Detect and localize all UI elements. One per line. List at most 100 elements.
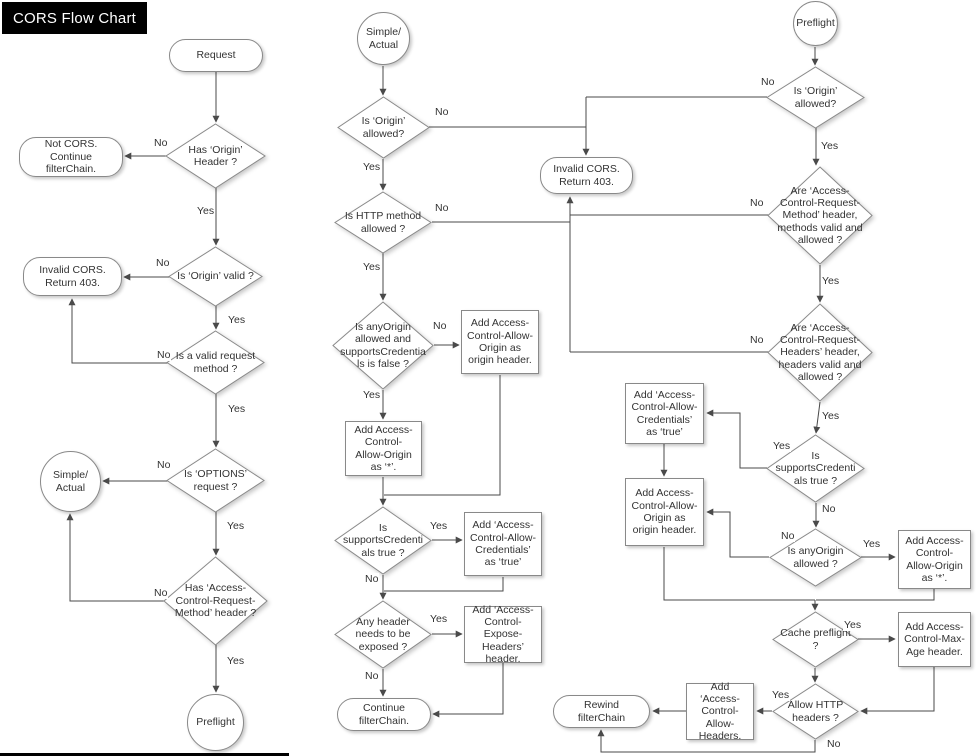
window-edge: [0, 753, 289, 756]
decision-origin-allowed-middle: Is ‘Origin’ allowed?: [338, 97, 429, 158]
diamond-shape: [767, 435, 864, 502]
diamond-shape: [167, 331, 264, 394]
decision-label: Are ‘Access-Control-Request-Method’ head…: [777, 184, 863, 247]
edge-label-yes: Yes: [771, 689, 791, 701]
edge-label-no: No: [434, 106, 450, 118]
edge-label-yes: Yes: [843, 619, 863, 631]
decision-label: Is ‘Origin’ allowed?: [361, 115, 406, 140]
edge-label-yes: Yes: [362, 161, 382, 173]
decision-anyorigin-supportscredentials: Is anyOrigin allowed and supportsCredent…: [333, 302, 433, 389]
decision-label: Is ‘OPTIONS’ request ?: [183, 468, 247, 493]
edge-label-yes: Yes: [362, 389, 382, 401]
edge-label-yes: Yes: [821, 275, 841, 287]
terminator-invalid-cors-left: Invalid CORS. Return 403.: [23, 257, 122, 296]
diamond-shape: [767, 67, 864, 128]
diamond-shape: [338, 97, 429, 158]
diamond-shape: [773, 684, 858, 739]
edge-label-no: No: [156, 349, 172, 361]
decision-valid-request-method: Is a valid request method ?: [167, 331, 264, 394]
decision-label: Any header needs to be exposed ?: [355, 615, 411, 653]
process-add-acao-star-right: Add Access-Control-Allow-Origin as ‘*’.: [898, 530, 971, 589]
edge-label-yes: Yes: [429, 520, 449, 532]
edge-label-no: No: [749, 334, 765, 346]
edge-label-yes: Yes: [226, 655, 246, 667]
edge-label-no: No: [153, 587, 169, 599]
edge-label-yes: Yes: [226, 520, 246, 532]
edge-label-no: No: [153, 137, 169, 149]
process-add-acac-right: Add ‘Access-Control-Allow-Credentials’ a…: [625, 383, 704, 444]
diamond-shape: [770, 529, 861, 586]
decision-has-acrm-header: Has ‘Access-Control-Request-Method’ head…: [164, 557, 267, 645]
decision-label: Is anyOrigin allowed ?: [787, 545, 844, 570]
process-add-expose-headers: Add ‘Access-Control-Expose-Headers’ head…: [464, 604, 542, 665]
edge-label-yes: Yes: [862, 538, 882, 550]
decision-supportscredentials-right: Is supportsCredentials true ?: [767, 435, 864, 502]
process-add-acao-origin-right: Add Access-Control-Allow-Origin as origi…: [625, 478, 704, 546]
decision-label: Is supportsCredentials true ?: [775, 449, 856, 487]
page-title: CORS Flow Chart: [2, 2, 148, 34]
edge-label-no: No: [826, 738, 842, 750]
process-add-max-age: Add Access-Control-Max-Age header.: [898, 612, 971, 667]
diamond-shape: [768, 304, 872, 401]
diamond-shape: [167, 449, 264, 512]
decision-origin-valid: Is ‘Origin’ valid ?: [169, 247, 262, 306]
edge-label-no: No: [749, 197, 765, 209]
circle-preflight-left: Preflight: [187, 694, 244, 751]
edge-label-no: No: [364, 573, 380, 585]
edge-label-no: No: [155, 257, 171, 269]
process-add-allow-headers: Add ‘Access-Control-Allow-Headers.: [686, 681, 754, 742]
edge-label-no: No: [780, 530, 796, 542]
terminator-invalid-cors-mid: Invalid CORS. Return 403.: [540, 157, 633, 194]
decision-label: Is supportsCredentials true ?: [343, 521, 423, 559]
circle-preflight-top: Preflight: [793, 1, 838, 46]
terminator-request: Request: [169, 39, 263, 72]
edge-label-no: No: [156, 459, 172, 471]
decision-options-request: Is ‘OPTIONS’ request ?: [167, 449, 264, 512]
edge-label-yes: Yes: [429, 613, 449, 625]
edge-label-no: No: [821, 503, 837, 515]
process-add-acac-middle: Add ‘Access-Control-Allow-Credentials’ a…: [464, 512, 542, 576]
decision-label: Is a valid request method ?: [175, 350, 256, 375]
decision-http-method-allowed: Is HTTP method allowed ?: [335, 192, 431, 253]
terminator-rewind-filterchain: Rewind filterChain: [553, 695, 650, 728]
decision-acrh-valid: Are ‘Access-Control-Request-Headers’ hea…: [768, 304, 872, 401]
decision-label: Is HTTP method allowed ?: [344, 210, 422, 235]
terminator-not-cors: Not CORS. Continue filterChain.: [19, 137, 123, 177]
decision-allow-http-headers: Allow HTTP headers ?: [773, 684, 858, 739]
decision-label: Are ‘Access-Control-Request-Headers’ hea…: [778, 321, 862, 384]
edge-label-yes: Yes: [821, 410, 841, 422]
edge-label-no: No: [760, 76, 776, 88]
circle-simple-actual-left: Simple/ Actual: [40, 451, 101, 512]
diamond-shape: [335, 192, 431, 253]
decision-label: Is ‘Origin’ valid ?: [177, 270, 254, 283]
decision-label: Has ‘Origin’ Header ?: [188, 143, 243, 168]
decision-label: Cache preflight ?: [780, 627, 851, 652]
decision-origin-allowed-right: Is ‘Origin’ allowed?: [767, 67, 864, 128]
decision-cache-preflight: Cache preflight ?: [773, 612, 858, 667]
diamond-shape: [335, 507, 431, 574]
diamond-shape: [335, 601, 431, 668]
decision-supportscredentials-middle: Is supportsCredentials true ?: [335, 507, 431, 574]
diamond-shape: [164, 557, 267, 645]
decision-label: Allow HTTP headers ?: [787, 699, 844, 724]
edge-label-yes: Yes: [772, 440, 792, 452]
process-add-acao-origin-middle: Add Access-Control-Allow-Origin as origi…: [461, 310, 539, 374]
diamond-shape: [169, 247, 262, 306]
terminator-continue-filterchain: Continue filterChain.: [337, 698, 431, 731]
edge-label-yes: Yes: [227, 314, 247, 326]
edge-label-no: No: [364, 670, 380, 682]
decision-label: Is anyOrigin allowed and supportsCredent…: [340, 320, 426, 370]
edge-label-no: No: [434, 202, 450, 214]
decision-anyorigin-right: Is anyOrigin allowed ?: [770, 529, 861, 586]
decision-any-header-exposed: Any header needs to be exposed ?: [335, 601, 431, 668]
decision-label: Has ‘Access-Control-Request-Method’ head…: [174, 582, 257, 620]
decision-acrm-valid: Are ‘Access-Control-Request-Method’ head…: [768, 167, 872, 264]
edge-label-yes: Yes: [820, 140, 840, 152]
circle-simple-actual-top: Simple/ Actual: [357, 12, 410, 65]
edge-label-no: No: [432, 320, 448, 332]
edge-label-yes: Yes: [196, 205, 216, 217]
diamond-shape: [768, 167, 872, 264]
edge-label-yes: Yes: [227, 403, 247, 415]
